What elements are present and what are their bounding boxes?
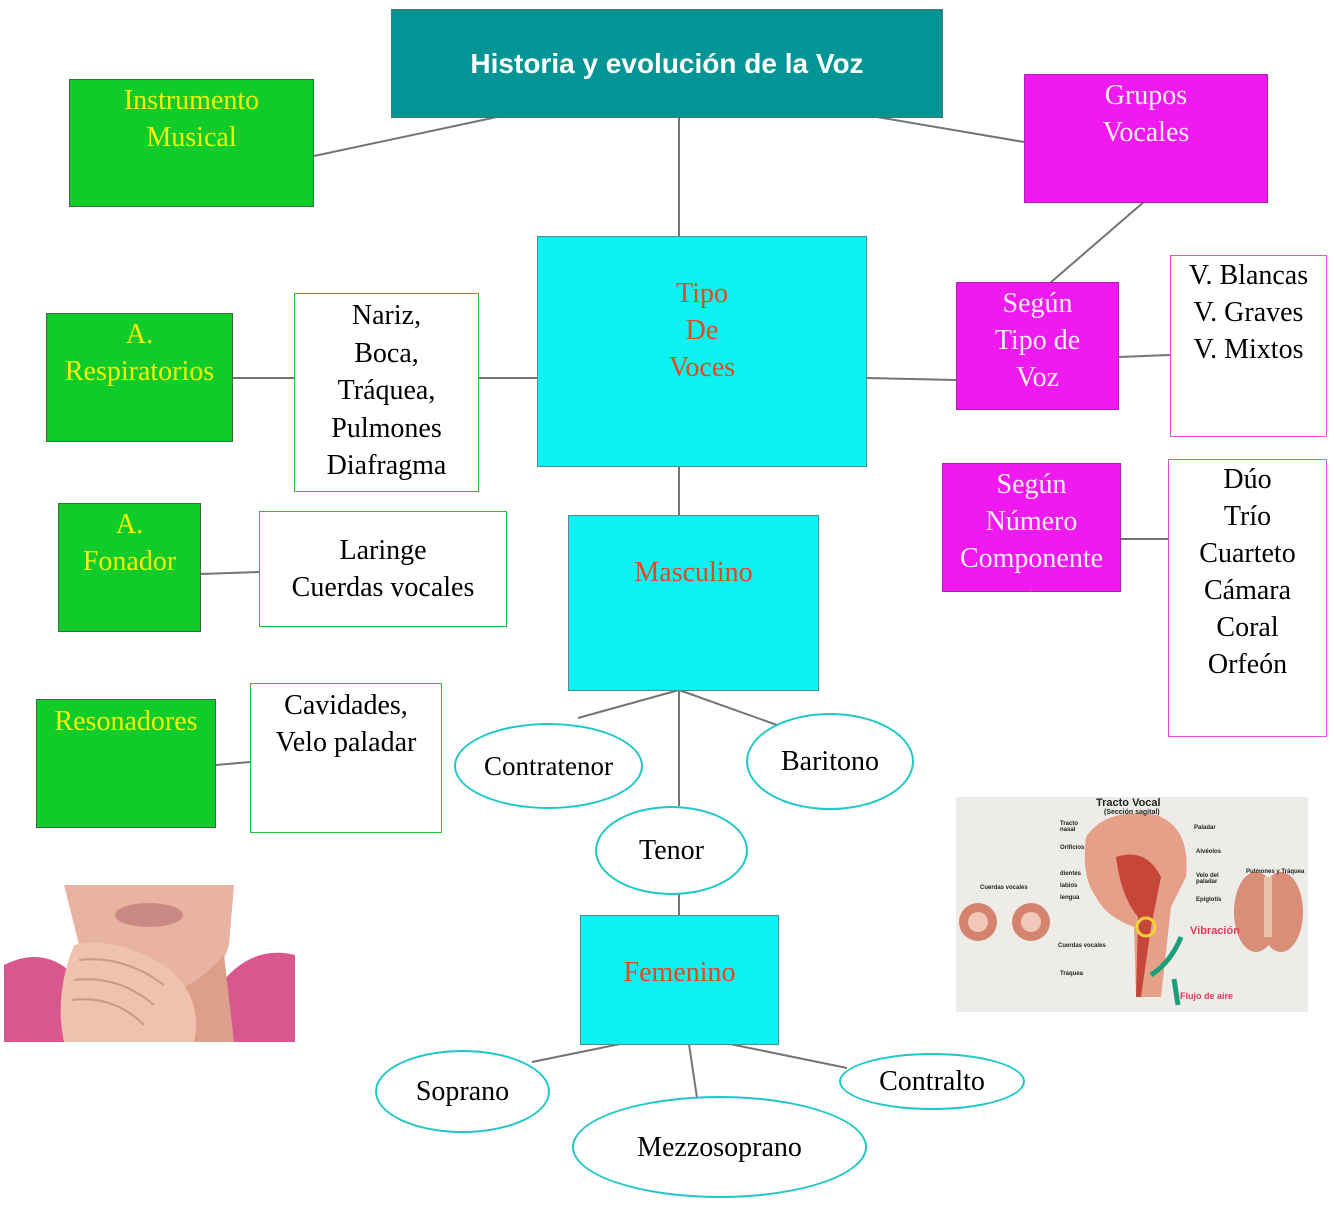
tract-label: Velo del paladar — [1196, 873, 1219, 885]
tipo-item: V. Blancas — [1188, 260, 1309, 291]
segun-numero-line-3: Componente — [959, 543, 1104, 574]
respiratorios-line-2: Respiratorios — [64, 356, 215, 387]
tract-label: labios — [1060, 883, 1078, 889]
contralto-label: Contralto — [879, 1066, 985, 1097]
tipo-items-box: V. Blancas V. Graves V. Mixtos — [1170, 255, 1327, 437]
tipo-item: V. Graves — [1193, 297, 1304, 328]
numero-item: Coral — [1216, 612, 1279, 643]
segun-numero-line-4: s — [1026, 577, 1037, 591]
soprano-label: Soprano — [415, 1076, 510, 1107]
tract-label: Paladar — [1194, 825, 1216, 831]
numero-item: Trío — [1223, 501, 1272, 532]
mezzosoprano-ellipse: Mezzosoprano — [572, 1096, 867, 1198]
tipo-item: V. Mixtos — [1193, 334, 1304, 365]
respiratorios-item: Nariz, — [351, 300, 422, 331]
respiratorios-items-box: Nariz, Boca, Tráquea, Pulmones Diafragma — [294, 293, 479, 492]
a-fonador-box: A. Fonador — [58, 503, 201, 632]
tipo-line-3: Voces — [668, 352, 736, 383]
contratenor-label: Contratenor — [484, 750, 613, 781]
tract-label: Pulmones y Tráquea — [1246, 869, 1305, 875]
instrumento-musical-box: Instrumento Musical — [69, 79, 314, 207]
segun-tipo-box: Según Tipo de Voz — [956, 282, 1119, 410]
throat-photo — [4, 885, 295, 1042]
contratenor-ellipse: Contratenor — [454, 723, 643, 809]
numero-items-box: Dúo Trío Cuarteto Cámara Coral Orfeón — [1168, 459, 1327, 737]
respiratorios-line-1: A. — [125, 319, 154, 350]
resonadores-item: Velo paladar — [275, 727, 417, 758]
tipo-line-1: Tipo — [676, 278, 728, 309]
tract-label: Cuerdas vocales — [1058, 943, 1106, 949]
tract-label: Orificios — [1060, 845, 1085, 851]
grupos-vocales-box: Grupos Vocales — [1024, 74, 1268, 203]
tract-subtitle: (Sección sagital) — [1104, 809, 1160, 816]
masculino-box: Masculino — [568, 515, 819, 691]
femenino-label: Femenino — [623, 957, 736, 988]
fonador-items-box: Laringe Cuerdas vocales — [259, 511, 507, 627]
contralto-ellipse: Contralto — [839, 1053, 1025, 1110]
resonadores-items-box: Cavidades, Velo paladar — [250, 683, 442, 833]
tract-vibracion: Vibración — [1190, 925, 1240, 937]
tract-label: lengua — [1060, 895, 1080, 901]
tipo-de-voces-box: Tipo De Voces — [537, 236, 867, 467]
numero-item: Cámara — [1203, 575, 1292, 606]
tract-label: Tráquea — [1060, 971, 1084, 977]
respiratorios-item: Tráquea, — [337, 375, 436, 406]
title-text: Historia y evolución de la Voz — [470, 47, 864, 79]
numero-item: Cuarteto — [1199, 538, 1296, 569]
grupos-line-1: Grupos — [1104, 80, 1188, 111]
segun-numero-box: Según Número Componente s — [942, 463, 1121, 592]
segun-tipo-line-2: Tipo de — [994, 325, 1081, 356]
tract-label: dientes — [1060, 871, 1082, 877]
a-respiratorios-box: A. Respiratorios — [46, 313, 233, 442]
fonador-item: Cuerdas vocales — [291, 572, 475, 603]
fonador-line-2: Fonador — [82, 546, 177, 577]
tenor-label: Tenor — [639, 835, 704, 866]
segun-numero-line-2: Número — [985, 506, 1078, 537]
numero-item: Dúo — [1223, 464, 1272, 495]
numero-item: Orfeón — [1207, 649, 1288, 680]
resonadores-box: Resonadores — [36, 699, 216, 828]
grupos-line-2: Vocales — [1102, 117, 1190, 148]
segun-tipo-line-3: Voz — [1015, 362, 1060, 393]
femenino-box: Femenino — [580, 915, 779, 1045]
segun-numero-line-1: Según — [996, 469, 1067, 500]
tract-title: Tracto Vocal — [1096, 797, 1161, 809]
vocal-tract-illustration: Tracto Vocal (Sección sagital) Tracto na… — [956, 797, 1308, 1012]
masculino-label: Masculino — [634, 557, 753, 588]
tract-flujo: Flujo de aire — [1180, 991, 1234, 1001]
respiratorios-item: Pulmones — [331, 412, 442, 444]
tract-label: Epiglotis — [1196, 897, 1222, 903]
tenor-ellipse: Tenor — [595, 806, 748, 895]
tract-label: Tracto nasal — [1060, 821, 1079, 833]
instrumento-line-2: Musical — [146, 122, 237, 153]
baritono-label: Baritono — [781, 746, 879, 777]
baritono-ellipse: Baritono — [746, 713, 914, 810]
mezzosoprano-label: Mezzosoprano — [637, 1131, 802, 1163]
soprano-ellipse: Soprano — [375, 1050, 550, 1133]
tract-label: Alvéolos — [1196, 849, 1222, 855]
tract-label: Cuerdas vocales — [980, 885, 1028, 891]
respiratorios-item: Boca, — [354, 337, 419, 369]
resonadores-label: Resonadores — [54, 706, 198, 737]
instrumento-line-1: Instrumento — [123, 85, 260, 116]
tipo-line-2: De — [685, 315, 719, 346]
fonador-item: Laringe — [339, 535, 427, 566]
segun-tipo-line-1: Según — [1002, 288, 1073, 319]
respiratorios-item: Diafragma — [326, 450, 447, 481]
title-box: Historia y evolución de la Voz — [391, 9, 943, 118]
fonador-line-1: A. — [115, 509, 144, 540]
resonadores-item: Cavidades, — [284, 690, 408, 721]
